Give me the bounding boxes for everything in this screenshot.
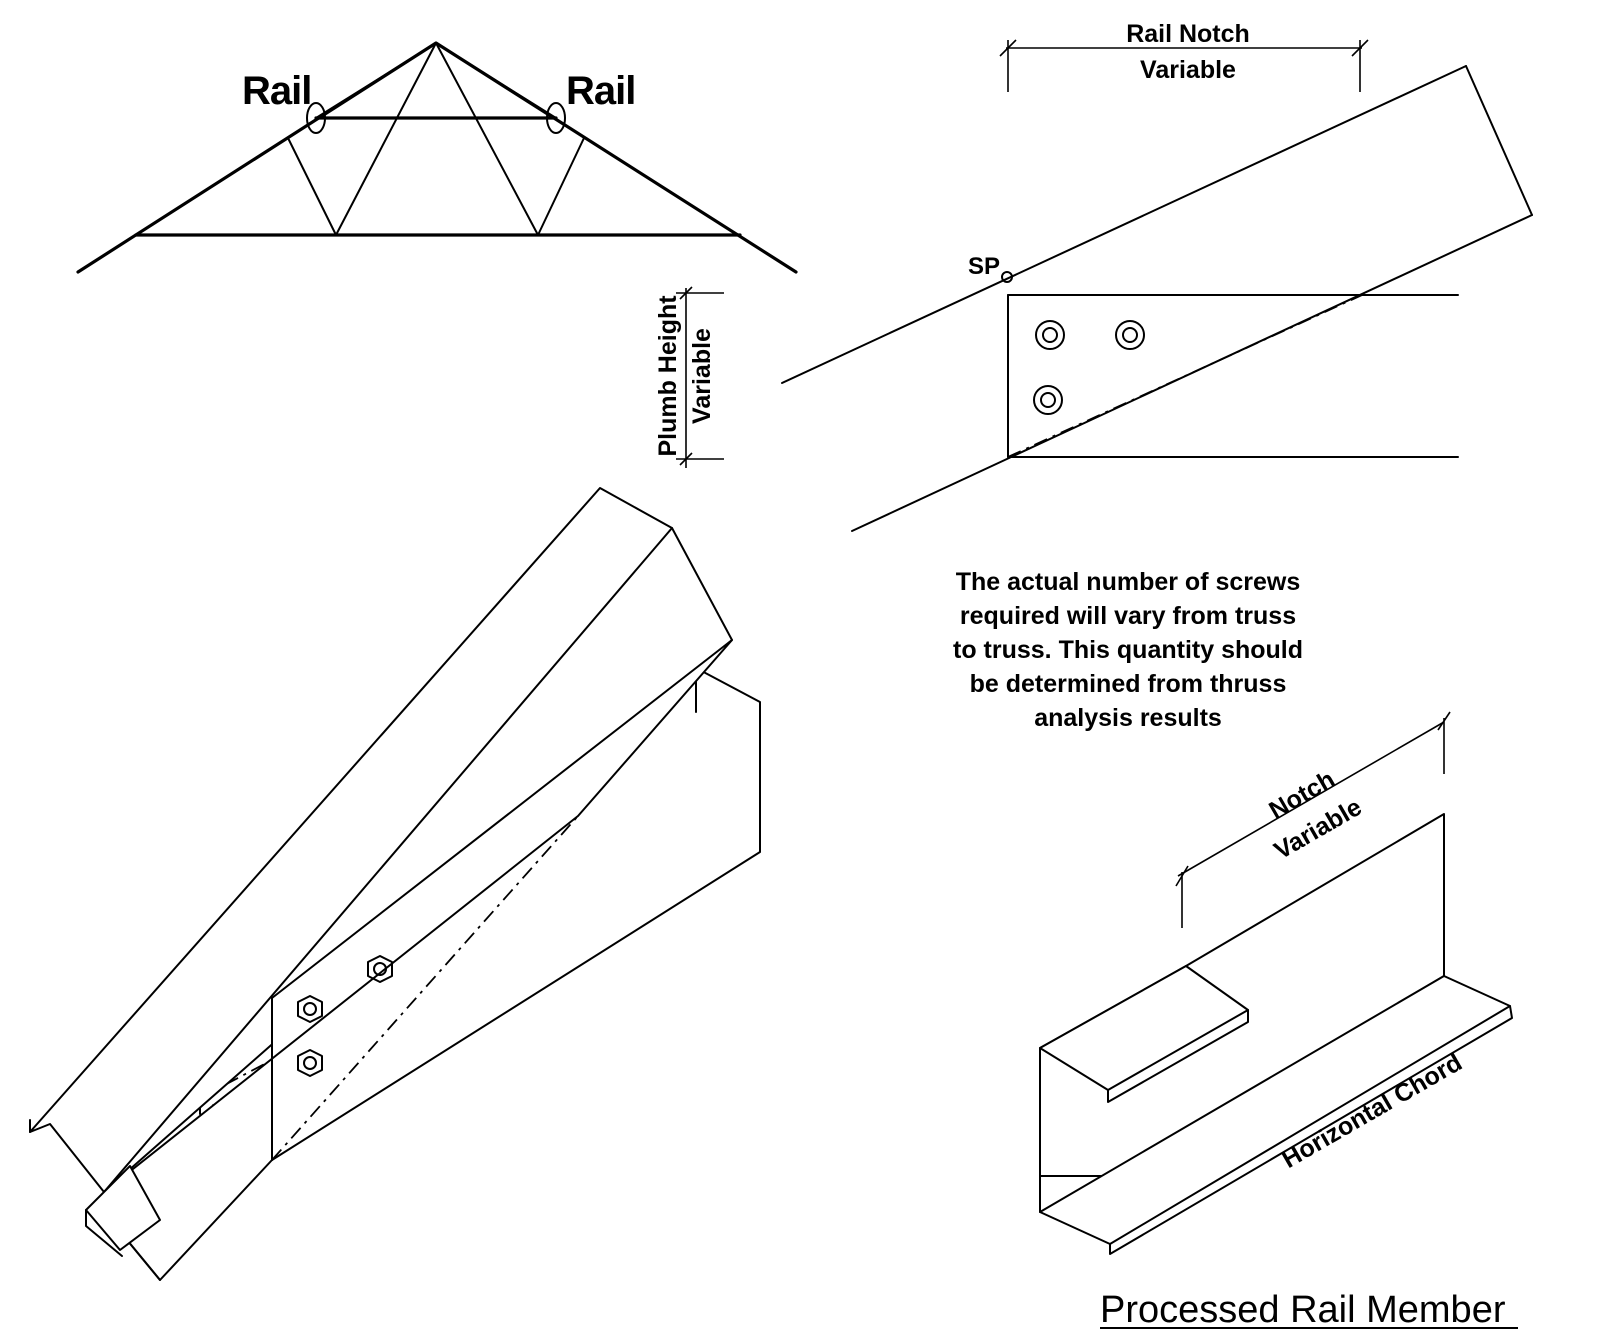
truss-elevation: Rail Rail bbox=[76, 41, 798, 274]
rail-notch-detail: Rail Notch Variable SP bbox=[781, 20, 1533, 532]
plumb-height-value: Variable bbox=[688, 328, 716, 424]
notch-dimension-line bbox=[1177, 721, 1445, 877]
inclined-rail-bottom-edge bbox=[851, 214, 1533, 532]
screw-note-line: The actual number of screws bbox=[956, 568, 1301, 596]
screw-icon bbox=[1035, 320, 1065, 350]
rail-notch-label: Rail Notch bbox=[1126, 20, 1250, 48]
hidden-rail-diagonal bbox=[271, 815, 579, 1161]
rail-marker-right-icon bbox=[546, 102, 566, 134]
screw-note: The actual number of screws required wil… bbox=[953, 568, 1303, 732]
rail-label-left: Rail bbox=[242, 69, 311, 113]
rail-marker-left-icon bbox=[306, 102, 326, 134]
screw-note-line: be determined from thruss bbox=[970, 670, 1287, 698]
truss-webs bbox=[287, 42, 585, 236]
bolt-icon bbox=[297, 1049, 323, 1077]
inclined-rail-end bbox=[1465, 65, 1533, 216]
isometric-connection bbox=[29, 487, 761, 1281]
rail-lower-lip bbox=[85, 1165, 161, 1251]
rail-notch-value: Variable bbox=[1140, 56, 1236, 84]
screw-icon bbox=[1115, 320, 1145, 350]
processed-rail-member: Notch Variable Horizontal Chord bbox=[1039, 711, 1513, 1255]
sp-label: SP bbox=[968, 253, 1000, 280]
bolt-icon bbox=[367, 955, 393, 983]
bolt-icon bbox=[297, 995, 323, 1023]
sp-point-icon bbox=[1001, 271, 1013, 283]
inclined-rail-top-edge bbox=[781, 65, 1467, 384]
screw-icon bbox=[1033, 385, 1063, 415]
plumb-height-dimension: Plumb Height Variable bbox=[654, 286, 724, 468]
hidden-rail-edge bbox=[1007, 294, 1363, 458]
screw-note-line: required will vary from truss bbox=[960, 602, 1296, 630]
rail-label-right: Rail bbox=[566, 69, 635, 113]
screw-note-line: to truss. This quantity should bbox=[953, 636, 1303, 664]
plumb-height-label: Plumb Height bbox=[654, 295, 682, 457]
truss-top-chords bbox=[76, 41, 798, 274]
screw-note-line: analysis results bbox=[1034, 704, 1222, 732]
drawing-title: Processed Rail Member bbox=[1100, 1289, 1506, 1331]
